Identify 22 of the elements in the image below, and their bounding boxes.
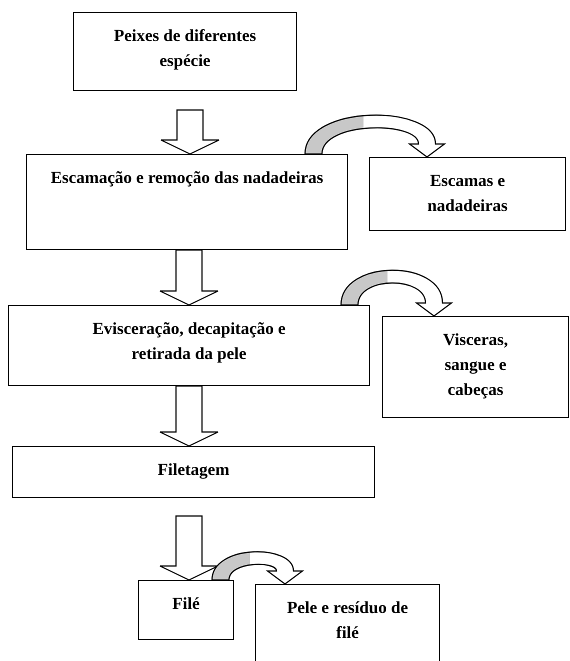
process-box: [73, 12, 297, 91]
box-label: Peixes de diferentes espécie: [112, 25, 258, 72]
block-arrow: [159, 385, 219, 447]
box-label: Escamação e remoção das nadadeiras: [50, 167, 324, 189]
process-box: [255, 584, 440, 661]
curved-arrow: [211, 551, 304, 585]
process-box: [138, 580, 234, 640]
process-box: [8, 305, 370, 386]
box-label: Filé: [172, 593, 200, 615]
process-box: [382, 316, 569, 418]
box-label: Visceras, sangue e cabeças: [442, 329, 509, 401]
block-arrow: [159, 249, 219, 306]
block-arrow: [160, 109, 220, 155]
box-label: Escamas e nadadeiras: [426, 170, 509, 217]
process-box: [369, 157, 566, 231]
process-box: [26, 154, 348, 250]
process-box: [12, 446, 375, 498]
box-label: Filetagem: [158, 459, 230, 481]
block-arrow: [159, 515, 219, 581]
box-label: Pele e resíduo de filé: [286, 597, 410, 644]
box-label: Evisceração, decapitação e retirada da pele: [91, 318, 287, 365]
curved-arrow: [304, 114, 446, 158]
